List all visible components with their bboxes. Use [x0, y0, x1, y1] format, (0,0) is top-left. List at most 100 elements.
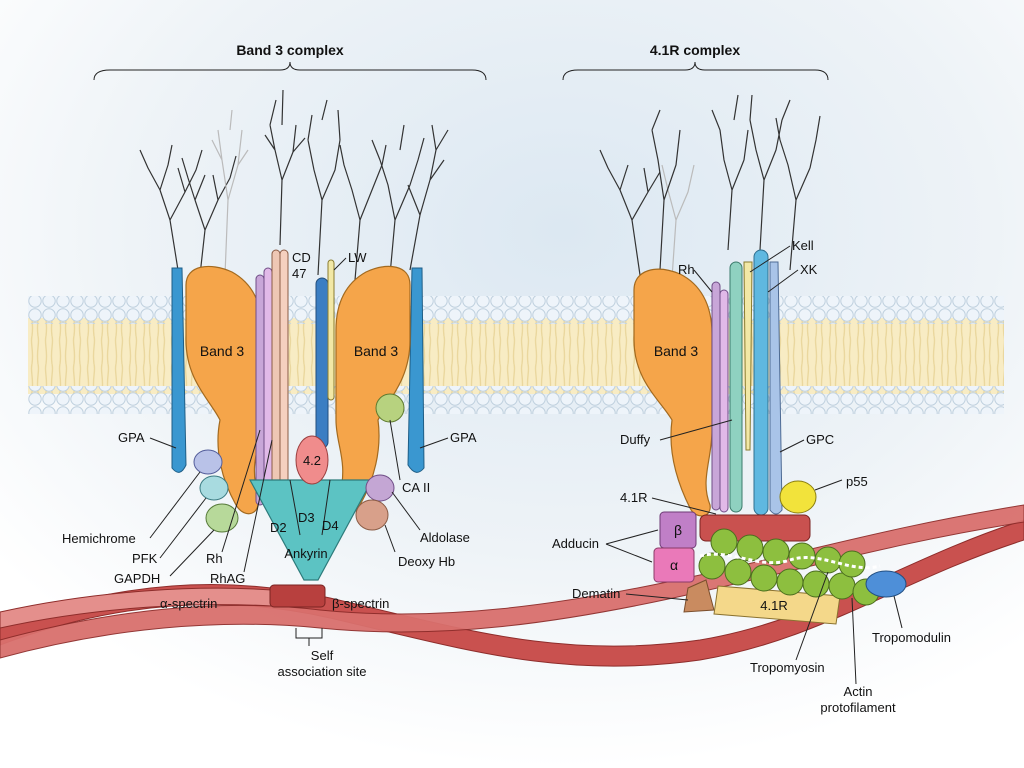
rh-r41-column [711, 281, 721, 511]
aldolase-pointer [391, 491, 421, 531]
deoxy-hb-pointer [384, 524, 396, 553]
ca2-label: CA II [402, 480, 430, 495]
xk-column [753, 249, 769, 516]
ankyrin-label: Ankyrin [284, 546, 327, 561]
d2-label: D2 [270, 520, 287, 535]
dematin-label: Dematin [572, 586, 620, 601]
r41-label: 4.1R [620, 490, 647, 505]
xk-pointer [767, 269, 799, 293]
gpc-label: GPC [806, 432, 834, 447]
cd47-label-1: CD [292, 250, 311, 265]
adducin-beta-label: β [674, 522, 682, 538]
band3-r41 [633, 268, 713, 517]
xk-label: XK [800, 262, 818, 277]
ankyrin-domain-lines [289, 479, 331, 536]
glycan-trees-left [139, 89, 449, 281]
band3-complex-brace [93, 61, 487, 81]
spectrin-strands [0, 504, 1024, 667]
hemichrome-label: Hemichrome [62, 531, 136, 546]
d2-column [271, 249, 281, 511]
rh-label: Rh [206, 551, 223, 566]
tropomyosin-pointer [795, 571, 829, 661]
gpa-left [171, 267, 187, 473]
r41-pointer [651, 497, 717, 515]
d3-label: D3 [298, 510, 315, 525]
d4-label: D4 [322, 518, 339, 533]
adducin-label: Adducin [552, 536, 599, 551]
rh-column [255, 274, 265, 506]
duffy-column [729, 261, 743, 513]
d3-band3-column [315, 277, 329, 449]
rh-r41-label: Rh [678, 262, 695, 277]
actin-label-1: Actin [844, 684, 873, 699]
beta-spectrin-label: β-spectrin [332, 596, 389, 611]
hemichrome-pointer [149, 471, 201, 539]
glycan-trees-right [599, 94, 821, 279]
tropomyosin-label: Tropomyosin [750, 660, 825, 675]
dematin-pointer [625, 593, 689, 601]
actin-protofilament [698, 528, 880, 606]
adducin-pointer [605, 529, 659, 563]
band3-r41-label: Band 3 [654, 343, 699, 359]
cd47-label-2: 47 [292, 266, 306, 281]
self-association-bracket [295, 628, 323, 646]
kell-column [743, 261, 753, 451]
rh-r41-pointer [693, 269, 713, 293]
r41-bar-label: 4.1R [760, 598, 787, 613]
r41-complex-brace [562, 61, 829, 81]
ankyrin [248, 479, 374, 581]
hemichrome-circle [193, 449, 223, 475]
gapdh-circle [205, 503, 239, 533]
rh-pointer [221, 429, 261, 553]
r41-bar [713, 585, 841, 625]
gapdh-label: GAPDH [114, 571, 160, 586]
self-association-label-1: Self [311, 648, 334, 663]
actin-label-2: protofilament [820, 700, 896, 715]
deoxy-hb-label: Deoxy Hb [398, 554, 455, 569]
aldolase-label: Aldolase [420, 530, 470, 545]
ca2-circle [375, 393, 405, 423]
r41-complex-title: 4.1R complex [650, 42, 740, 58]
ca2-pointer [389, 419, 401, 481]
band3-left-label: Band 3 [200, 343, 245, 359]
band3-right-label: Band 3 [354, 343, 399, 359]
actin-pointer [851, 597, 857, 685]
pfk-label: PFK [132, 551, 158, 566]
gpa-right [407, 267, 425, 473]
self-association-label-2: association site [278, 664, 367, 679]
rhag-r41-column [719, 289, 729, 513]
pfk-pointer [159, 497, 207, 559]
p55-pointer [814, 479, 843, 491]
kell-pointer [749, 245, 791, 273]
gpa-left-pointer [149, 437, 177, 449]
rhag-pointer [243, 439, 273, 573]
dematin-shape [683, 579, 715, 613]
aldolase-circle [365, 474, 395, 502]
tropomodulin-pointer [893, 595, 903, 629]
deoxy-hb-circle [355, 499, 389, 531]
lw-column [327, 259, 335, 401]
p55-label: p55 [846, 474, 868, 489]
protein-42-label: 4.2 [303, 453, 321, 468]
adducin-alpha-label: α [670, 557, 678, 573]
gpc-pointer [779, 439, 805, 453]
kell-label: Kell [792, 238, 814, 253]
tropomodulin-label: Tropomodulin [872, 630, 951, 645]
alpha-beta-spectrin-junction [269, 584, 326, 608]
lw-pointer [333, 257, 347, 271]
tropomodulin-shape [865, 570, 907, 598]
duffy-pointer [659, 419, 733, 441]
cd47-column [279, 249, 289, 513]
gpa-right-pointer [419, 437, 449, 449]
tropomyosin-strand [699, 552, 881, 570]
gpc-column [769, 261, 783, 515]
gpa-right-label: GPA [450, 430, 477, 445]
protein-42 [295, 435, 329, 485]
lw-label: LW [348, 250, 367, 265]
alpha-spectrin-label: α-spectrin [160, 596, 217, 611]
gapdh-pointer [169, 529, 215, 577]
adducin-alpha [653, 547, 695, 583]
rhag-label: RhAG [210, 571, 245, 586]
pfk-circle [199, 475, 229, 501]
